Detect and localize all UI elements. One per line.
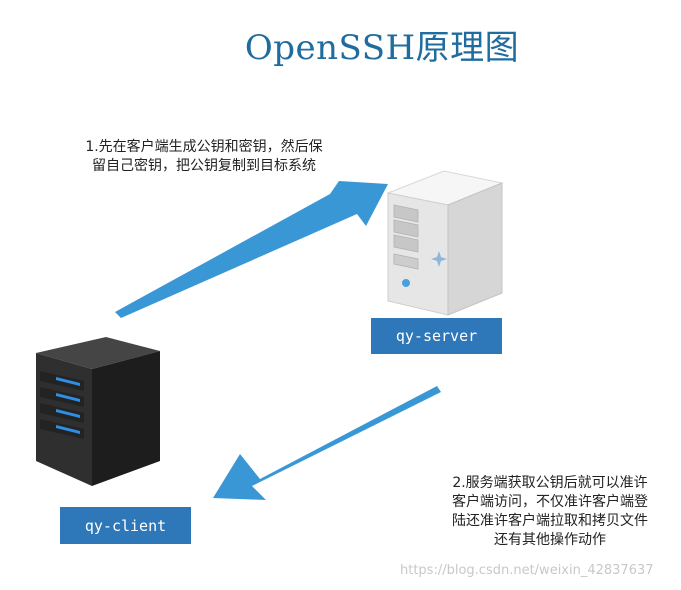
diagram-title: OpenSSH原理图 (244, 28, 520, 68)
arrow-client-to-server (115, 181, 388, 318)
step2-note: 2.服务端获取公钥后就可以准许客户端访问，不仅准许客户端登陆还准许客户端拉取和拷… (452, 475, 648, 548)
step1-note: 1.先在客户端生成公钥和密钥，然后保留自己密钥，把公钥复制到目标系统 (85, 139, 323, 174)
client-label: qy-client (60, 507, 191, 544)
server-label: qy-server (371, 318, 502, 354)
arrow-server-to-client (213, 386, 441, 500)
watermark: https://blog.csdn.net/weixin_42837637 (400, 563, 654, 578)
server-tower-icon (384, 165, 508, 317)
server-tower-icon (34, 333, 162, 488)
